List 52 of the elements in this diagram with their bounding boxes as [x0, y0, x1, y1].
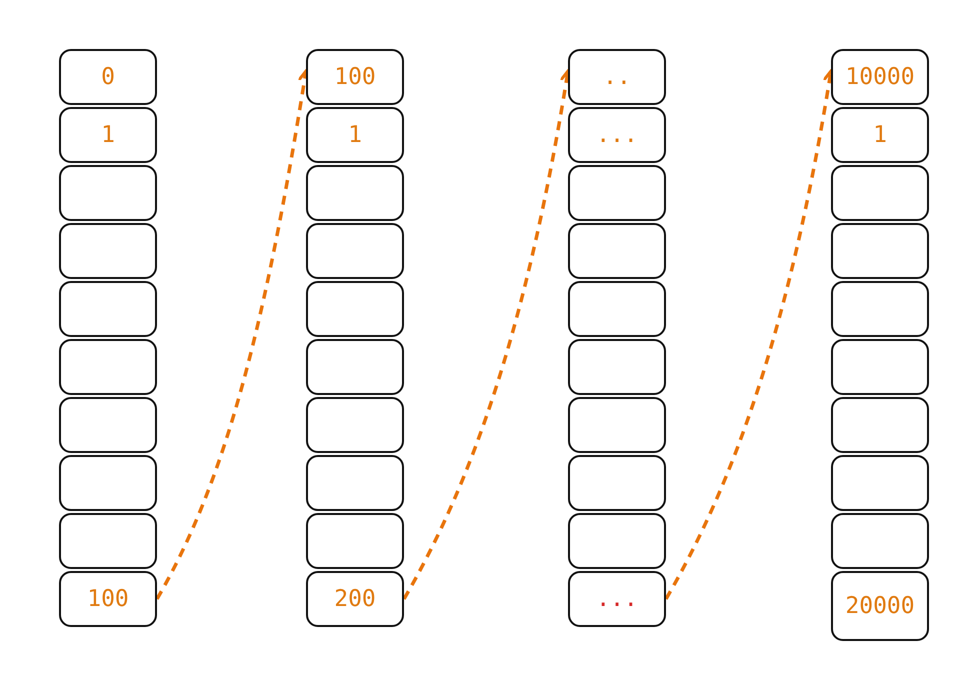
box-value: 100: [87, 586, 129, 612]
empty-box: [831, 397, 929, 453]
empty-box: [831, 339, 929, 395]
stack-box: [568, 107, 666, 163]
stack-box: [831, 107, 929, 163]
empty-box: [306, 339, 404, 395]
empty-box: [59, 339, 157, 395]
stack-box: [59, 571, 157, 627]
box-value: ..: [603, 64, 631, 90]
stack-box: [59, 49, 157, 105]
box-value: 10000: [845, 64, 915, 90]
empty-box: [568, 513, 666, 569]
empty-box: [59, 513, 157, 569]
empty-box: [568, 455, 666, 511]
box-value: ...: [596, 122, 638, 148]
box-value: 20000: [845, 593, 915, 619]
empty-box: [59, 223, 157, 279]
empty-box: [306, 513, 404, 569]
empty-box: [831, 223, 929, 279]
box-value: 0: [101, 64, 115, 90]
empty-box: [831, 513, 929, 569]
empty-box: [306, 397, 404, 453]
stack-box: [568, 571, 666, 627]
box-value: 1: [101, 122, 115, 148]
stack-box: [831, 571, 929, 641]
empty-box: [831, 281, 929, 337]
box-value: 1: [348, 122, 362, 148]
stack-box: [831, 49, 929, 105]
box-value: 200: [334, 586, 376, 612]
empty-box: [306, 165, 404, 221]
box-value: 100: [334, 64, 376, 90]
box-value: 1: [873, 122, 887, 148]
empty-box: [568, 281, 666, 337]
stack-box: [306, 49, 404, 105]
empty-box: [306, 455, 404, 511]
empty-box: [306, 281, 404, 337]
empty-box: [568, 339, 666, 395]
empty-box: [59, 165, 157, 221]
empty-box: [568, 397, 666, 453]
empty-box: [831, 165, 929, 221]
empty-box: [59, 455, 157, 511]
empty-box: [306, 223, 404, 279]
stack-box: [568, 49, 666, 105]
box-value: ...: [596, 586, 638, 612]
empty-box: [831, 455, 929, 511]
stack-box: [59, 107, 157, 163]
stack-box: [306, 571, 404, 627]
empty-box: [59, 397, 157, 453]
empty-box: [568, 223, 666, 279]
empty-box: [568, 165, 666, 221]
empty-box: [59, 281, 157, 337]
stack-box: [306, 107, 404, 163]
